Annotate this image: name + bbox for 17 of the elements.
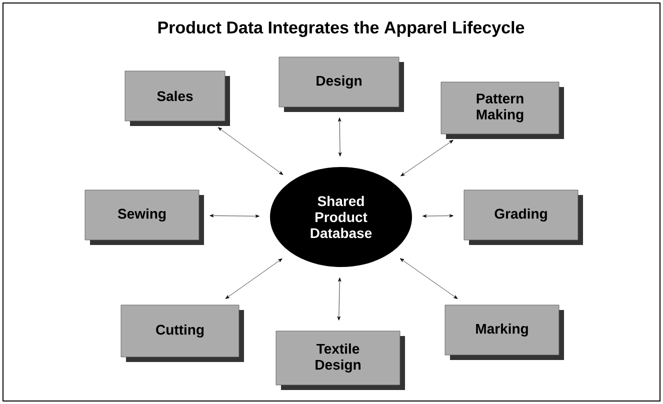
- process-box: Design: [278, 56, 404, 112]
- arrow: [400, 258, 458, 299]
- arrow: [400, 140, 454, 176]
- process-box: Marking: [444, 304, 564, 360]
- process-box: Grading: [464, 190, 583, 245]
- process-box: Sales: [124, 70, 230, 126]
- arrow: [337, 278, 342, 320]
- arrow: [225, 258, 282, 299]
- process-box: Textile Design: [276, 330, 405, 390]
- arrow: [338, 118, 342, 156]
- title: Product Data Integrates the Apparel Lifecycle: [158, 21, 524, 37]
- arrow: [218, 127, 284, 175]
- arrow: [210, 214, 260, 218]
- process-box: Sewing: [84, 190, 204, 245]
- arrow: [422, 214, 454, 218]
- process-box: Cutting: [120, 304, 244, 362]
- process-box: Pattern Making: [440, 82, 564, 139]
